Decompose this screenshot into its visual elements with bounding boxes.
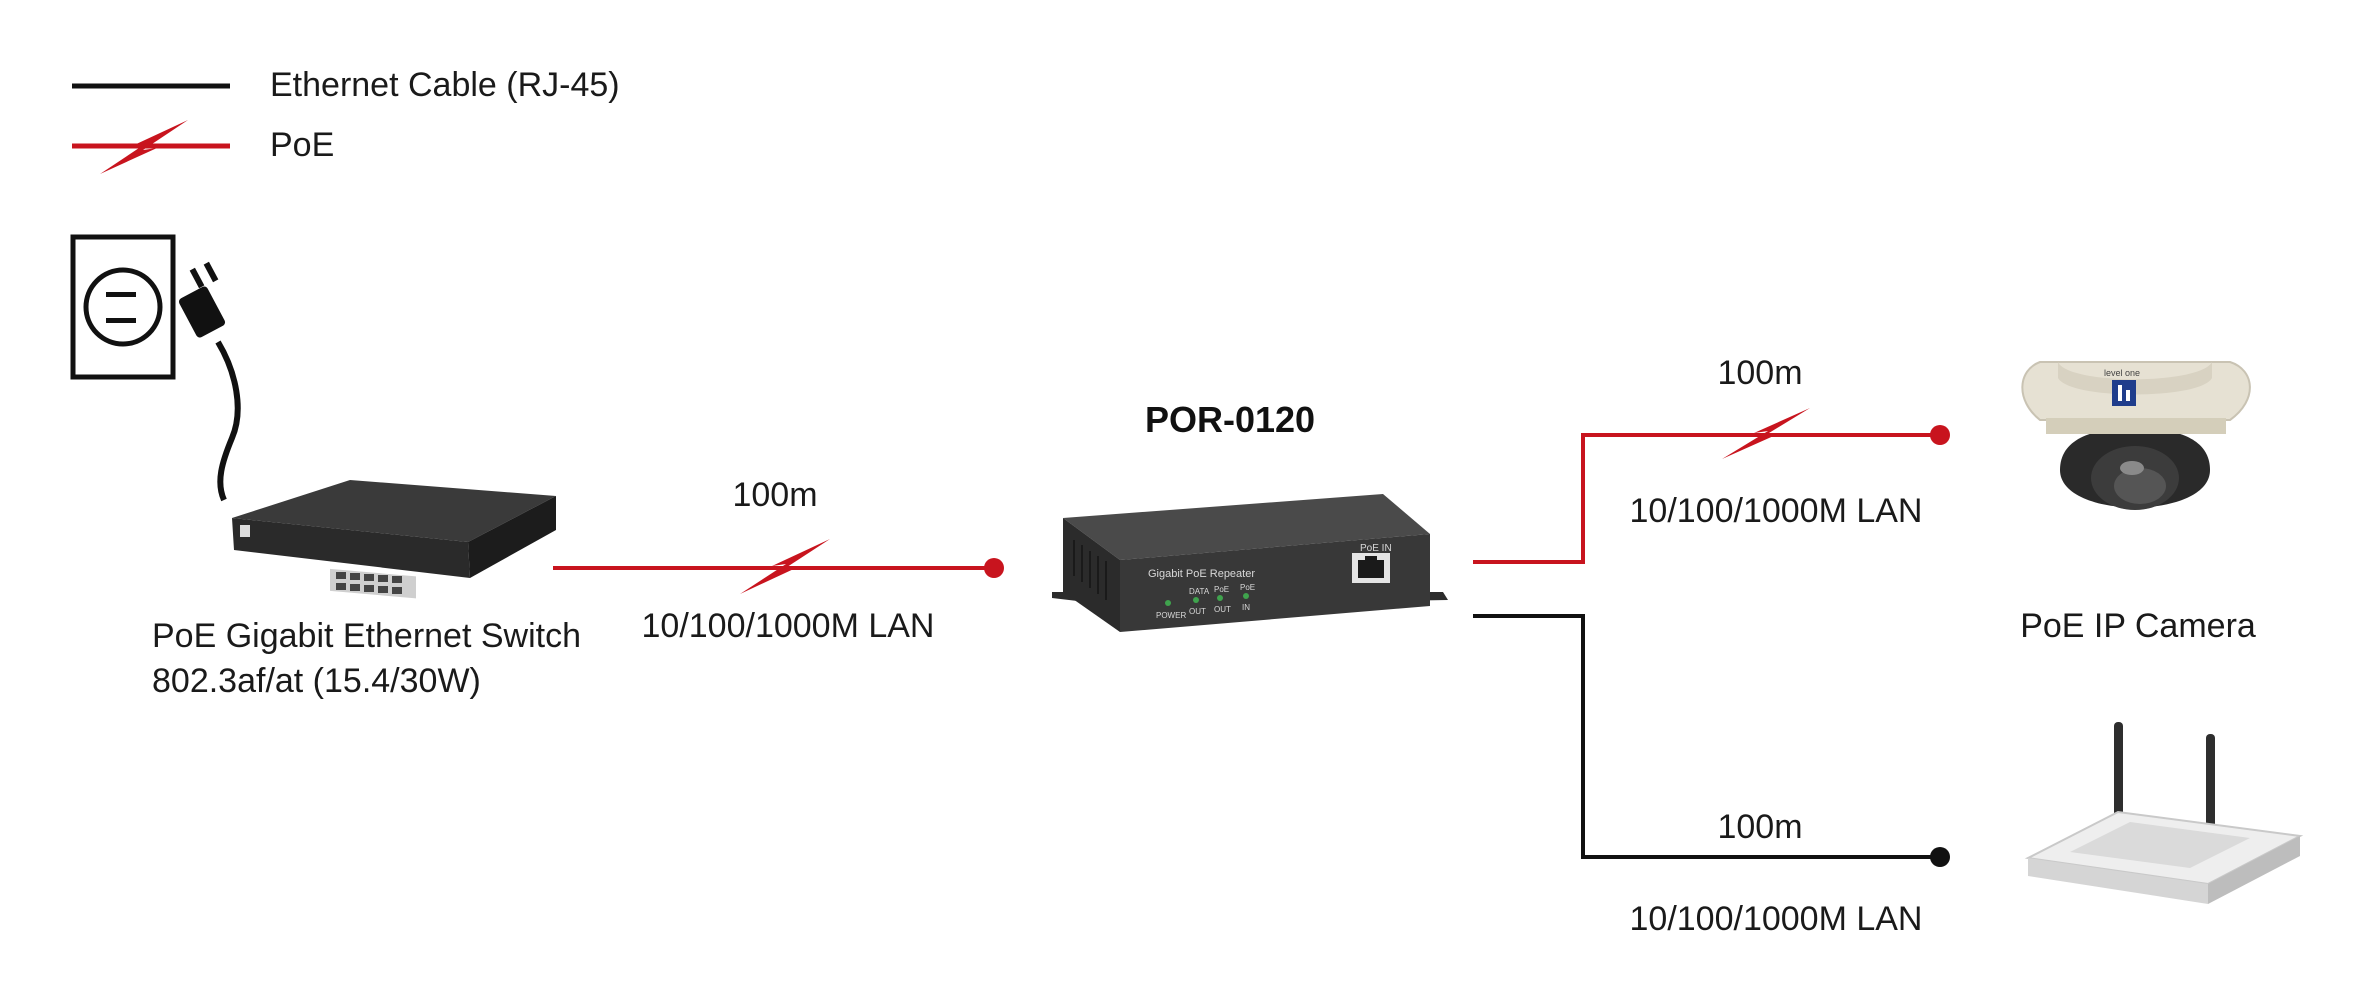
poe-lightning-icon [1722,408,1810,459]
camera-brand-logo: level one [2104,368,2140,406]
power-plug-icon [178,261,241,502]
link-2-distance: 100m [1717,354,1802,392]
camera-name: PoE IP Camera [2020,607,2256,645]
link-3-distance: 100m [1717,808,1802,846]
repeater-face-label: Gigabit PoE Repeater [1148,568,1255,580]
link-repeater-to-camera [1473,408,1950,564]
router-antenna [2206,734,2215,830]
led-label-data-out: OUT [1189,607,1206,616]
legend-ethernet-label: Ethernet Cable (RJ-45) [270,66,620,104]
legend: Ethernet Cable (RJ-45) PoE [72,66,620,174]
camera-brand-text: level one [2104,368,2140,378]
led-label-data: DATA [1189,587,1210,596]
link-endpoint-dot [984,558,1004,578]
ip-camera-device: level one [2021,361,2251,510]
rj45-port-icon [1352,553,1390,583]
power-cable [215,340,241,502]
led-label-poe: PoE [1214,585,1229,594]
poe-lightning-icon [740,539,830,594]
switch-spec: 802.3af/at (15.4/30W) [152,662,481,700]
poe-repeater-device: PoE IN Gigabit PoE Repeater POWER DATA O… [1052,494,1448,632]
link-endpoint-dot [1930,847,1950,867]
legend-poe-label: PoE [270,126,334,164]
poe-switch-device [232,480,556,599]
link-3-speed: 10/100/1000M LAN [1630,900,1923,938]
legend-poe-symbol [72,120,230,174]
switch-logo [240,525,250,537]
led-label-power: POWER [1156,611,1186,620]
router-device [2024,722,2304,904]
switch-name: PoE Gigabit Ethernet Switch [152,617,581,655]
outlet-socket-icon [83,267,163,347]
link-2-speed: 10/100/1000M LAN [1630,492,1923,530]
repeater-model-label: POR-0120 [1145,399,1315,440]
link-switch-to-repeater [553,539,1004,594]
link-repeater-to-router [1473,614,1950,867]
led-label-poe-in: IN [1242,603,1250,612]
poe-lightning-icon [100,120,188,174]
led-label-poe-in-top: PoE [1240,583,1255,592]
router-antenna [2114,722,2123,822]
link-endpoint-dot [1930,425,1950,445]
link-1-distance: 100m [732,476,817,514]
link-1-speed: 10/100/1000M LAN [642,607,935,645]
repeater-status-leds [1165,593,1249,606]
led-label-poe-out: OUT [1214,605,1231,614]
repeater-port-label: PoE IN [1360,543,1392,554]
power-outlet [70,234,176,380]
